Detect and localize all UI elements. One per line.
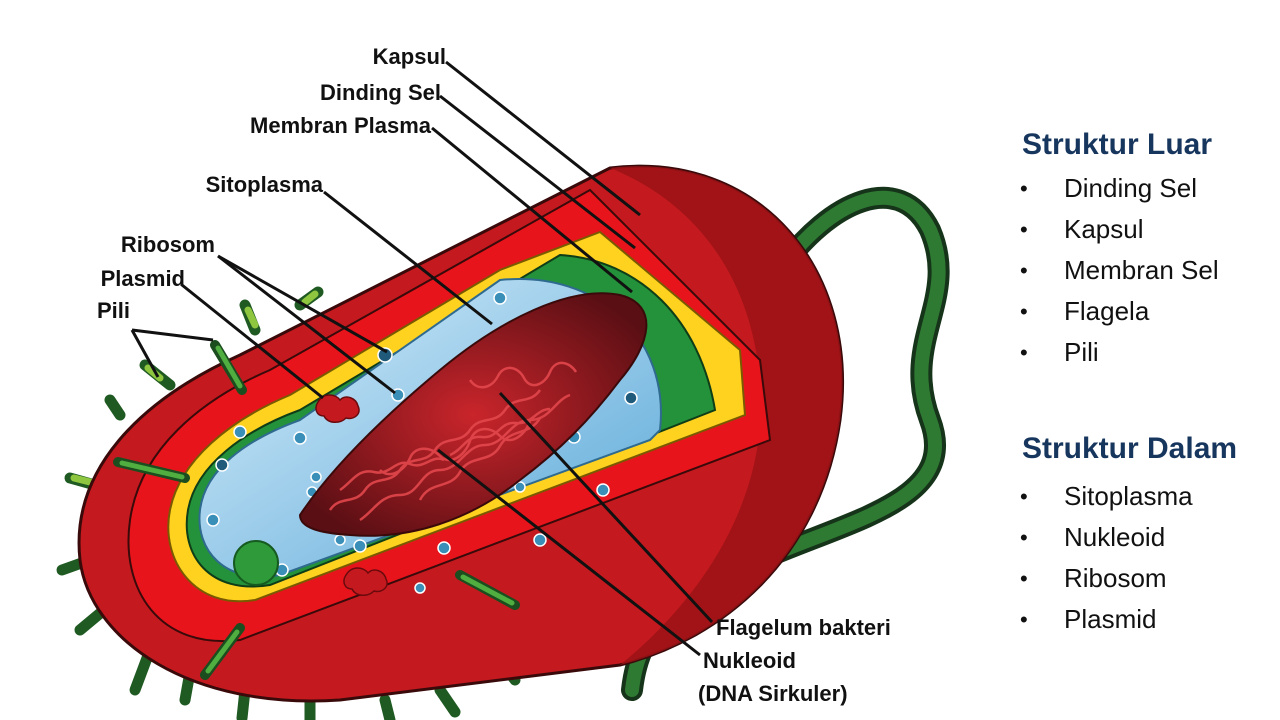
struktur-dalam-list: •Sitoplasma •Nukleoid •Ribosom •Plasmid: [1020, 476, 1193, 640]
struktur-dalam-title: Struktur Dalam: [1022, 432, 1238, 465]
label-membran-plasma: Membran Plasma: [250, 113, 432, 138]
label-sitoplasma: Sitoplasma: [206, 172, 324, 197]
granule: [233, 540, 279, 586]
list-item: •Kapsul: [1020, 214, 1144, 244]
label-nukleoid: Nukleoid: [703, 648, 796, 673]
list-item: •Membran Sel: [1020, 255, 1219, 285]
plasmid-2: [343, 567, 388, 596]
list-item: •Pili: [1020, 337, 1099, 367]
list-item: •Plasmid: [1020, 604, 1157, 634]
plasmid-1: [315, 394, 360, 423]
label-dinding-sel: Dinding Sel: [320, 80, 441, 105]
label-ribosom: Ribosom: [121, 232, 215, 257]
leader-lines: [130, 60, 714, 657]
struktur-luar-title: Struktur Luar: [1022, 128, 1213, 161]
label-kapsul: Kapsul: [373, 44, 446, 69]
label-plasmid: Plasmid: [101, 266, 185, 291]
label-pili: Pili: [97, 298, 130, 323]
dna-strands: [328, 361, 578, 522]
label-flagelum: Flagelum bakteri: [716, 615, 891, 640]
label-dna-sirkuler: (DNA Sirkuler): [698, 681, 848, 706]
struktur-luar-list: •Dinding Sel •Kapsul •Membran Sel •Flage…: [1020, 168, 1219, 373]
bacteria-diagram: Kapsul Dinding Sel Membran Plasma Sitopl…: [56, 44, 950, 720]
list-item: •Nukleoid: [1020, 522, 1166, 552]
list-item: •Flagela: [1020, 296, 1150, 326]
side-panel: Struktur Luar •Dinding Sel •Kapsul •Memb…: [1020, 0, 1280, 720]
list-item: •Ribosom: [1020, 563, 1167, 593]
list-item: •Sitoplasma: [1020, 481, 1193, 511]
list-item: •Dinding Sel: [1020, 173, 1197, 203]
